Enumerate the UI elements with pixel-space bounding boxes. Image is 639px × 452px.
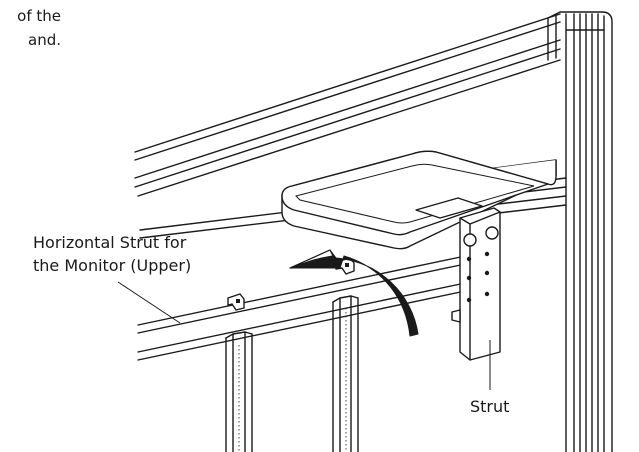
callout-upper-strut-line-1: Horizontal Strut for bbox=[33, 233, 187, 252]
curved-arrow-icon bbox=[289, 249, 419, 337]
strut-bracket-left bbox=[227, 293, 245, 311]
monitor-tray bbox=[281, 150, 557, 250]
left-upright bbox=[225, 331, 253, 452]
top-beam bbox=[134, 13, 561, 197]
vertical-strut bbox=[451, 207, 501, 361]
right-vertical-post bbox=[547, 11, 613, 452]
callout-upper-strut-line-2: the Monitor (Upper) bbox=[33, 256, 192, 275]
upper-monitor-strut bbox=[137, 254, 471, 361]
center-upright bbox=[332, 295, 359, 452]
instruction-text-line-2: and. bbox=[28, 31, 61, 49]
instruction-text-line-1: of the bbox=[17, 7, 61, 25]
upper-strut-leader-line bbox=[117, 281, 181, 324]
callout-strut: Strut bbox=[470, 397, 510, 416]
